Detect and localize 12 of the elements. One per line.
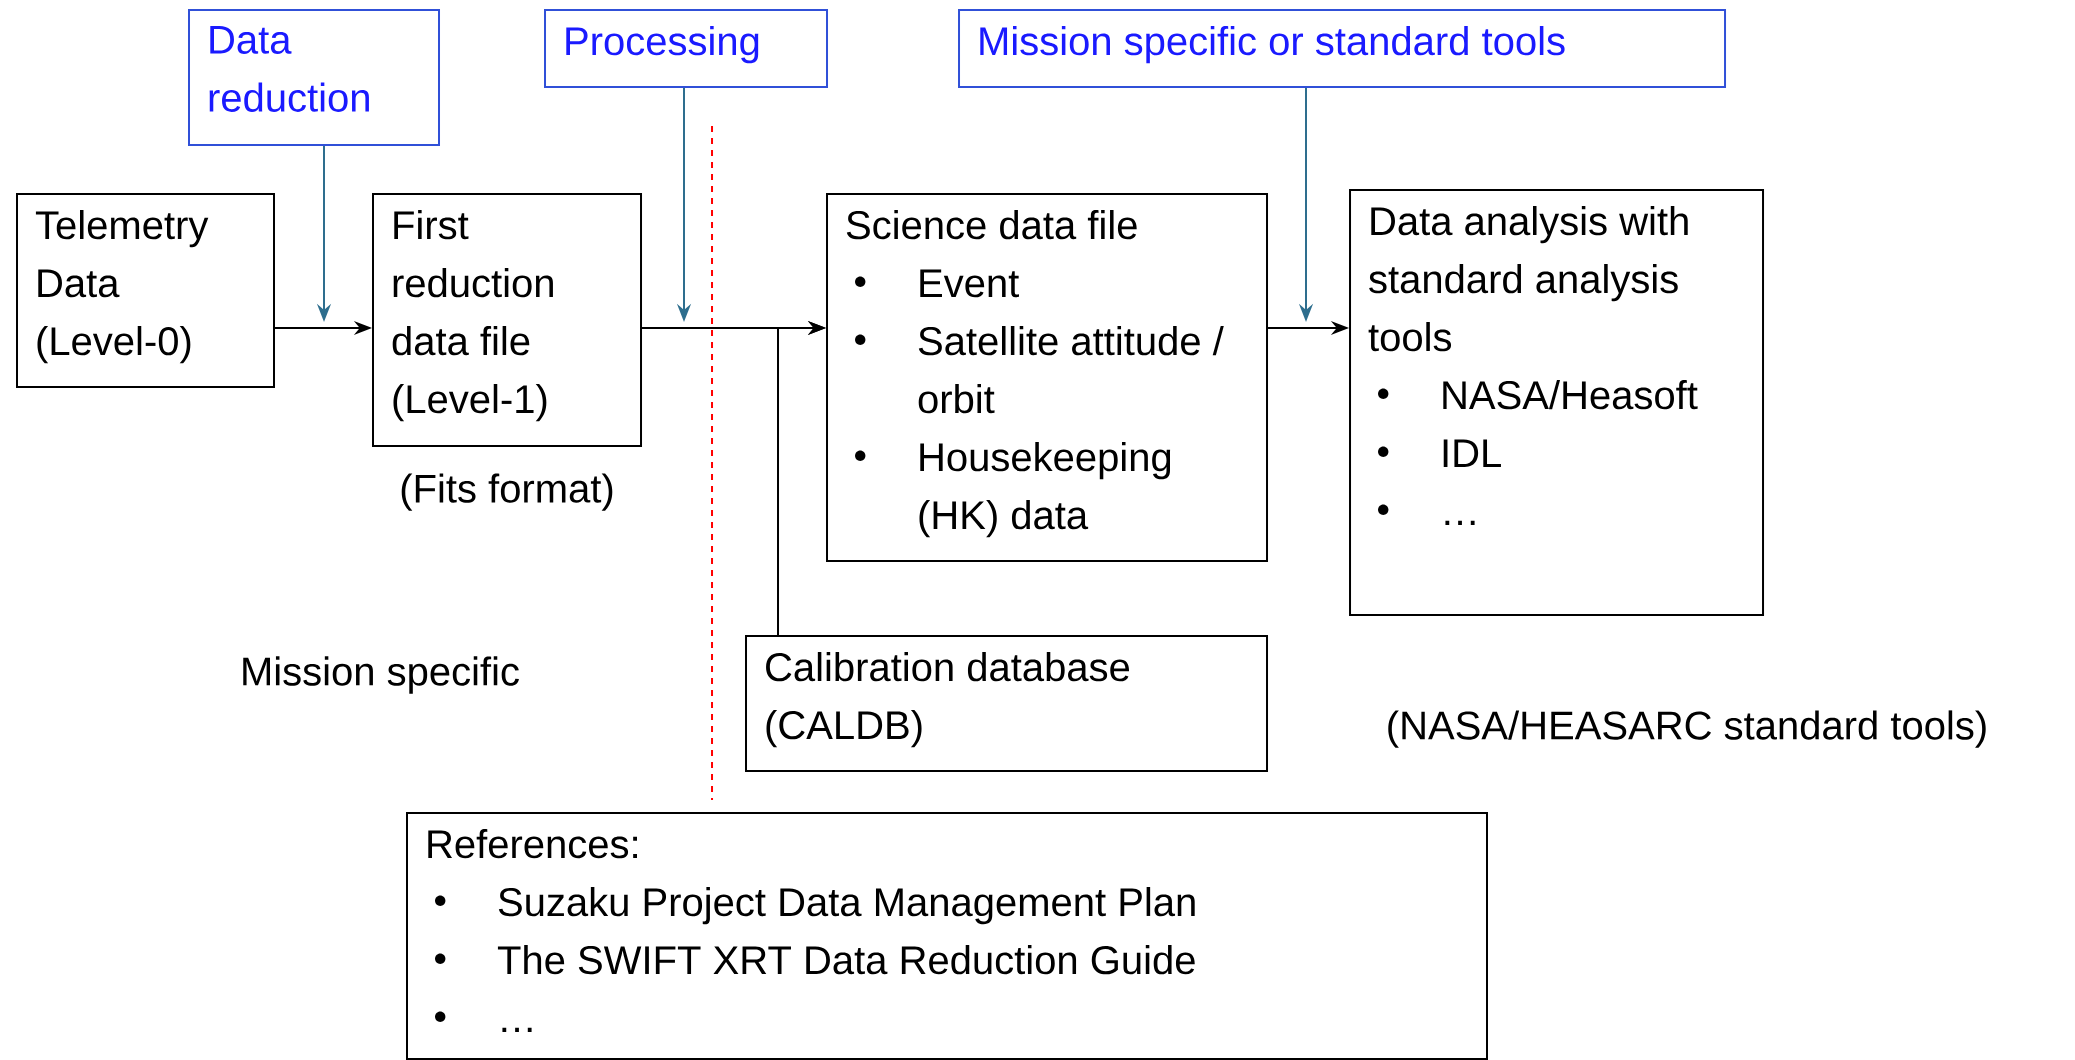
step-label-box: Processing <box>544 9 828 88</box>
process-box: Data analysis with standard analysis tools NASA/Heasoft IDL … <box>1349 189 1765 616</box>
step-label-box: Mission specific or standard tools <box>958 9 1727 88</box>
process-box: Telemetry Data (Level-0) <box>16 193 275 388</box>
process-box: Science data file Event Satellite attitude / orbit Housekeeping (HK) data <box>826 193 1268 562</box>
note-text: Mission specific <box>243 656 519 694</box>
process-box: First reduction data file (Level-1) <box>372 193 642 447</box>
step-label-box: Data reduction <box>188 9 440 146</box>
note-text: (NASA/HEASARC standard tools) <box>1388 710 1986 748</box>
process-box: Calibration database (CALDB) <box>745 635 1268 772</box>
process-box: References: Suzaku Project Data Management Plan The SWIFT XRT Data Reduction Guide … <box>406 812 1488 1060</box>
caption-text: (Fits format) <box>401 473 613 511</box>
